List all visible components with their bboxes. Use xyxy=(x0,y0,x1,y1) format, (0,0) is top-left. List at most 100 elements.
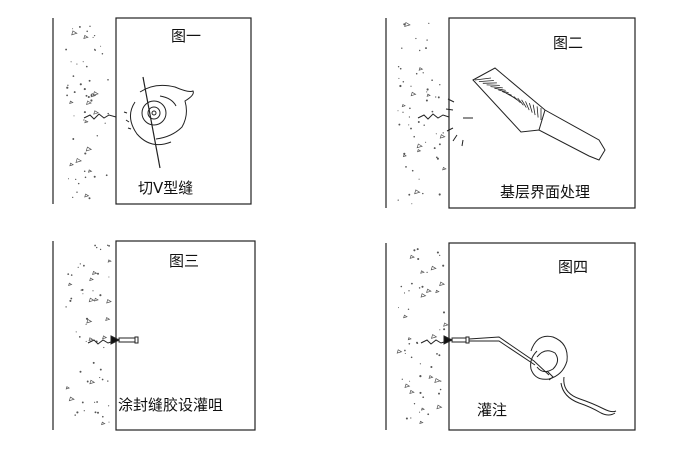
aggregate-dot xyxy=(409,380,411,382)
aggregate-dot xyxy=(78,336,81,338)
aggregate-dot xyxy=(71,30,78,36)
aggregate-dot xyxy=(405,417,408,420)
aggregate-dot xyxy=(89,25,91,28)
aggregate-dot xyxy=(413,403,416,405)
aggregate-dot xyxy=(415,72,418,75)
aggregate-dot xyxy=(86,380,89,383)
aggregate-dot xyxy=(94,401,96,403)
panel-4-drawing xyxy=(385,242,636,431)
aggregate-dot xyxy=(403,23,406,26)
aggregate-dot xyxy=(103,346,105,349)
aggregate-dot xyxy=(88,197,91,200)
concrete-wall xyxy=(385,243,449,430)
aggregate-dot xyxy=(404,383,411,389)
aggregate-dot xyxy=(102,415,104,418)
bristle xyxy=(529,102,533,113)
aggregate-dot xyxy=(411,169,414,172)
aggregate-dot xyxy=(407,308,410,310)
aggregate-dot xyxy=(436,251,439,254)
crack-line xyxy=(87,339,115,345)
aggregate-dot xyxy=(425,47,427,50)
aggregate-dot xyxy=(438,392,440,395)
aggregate-dot xyxy=(65,306,67,308)
aggregate-dot xyxy=(70,274,73,276)
aggregate-dot xyxy=(443,322,449,327)
aggregate-dot xyxy=(430,334,438,339)
aggregate-dot xyxy=(439,281,446,287)
aggregate-dot xyxy=(439,329,441,331)
aggregate-dot xyxy=(438,143,441,146)
panel-caption: 切V型缝 xyxy=(138,179,194,197)
aggregate-dot xyxy=(83,410,85,412)
aggregate-dot xyxy=(420,407,425,411)
aggregate-dot xyxy=(66,86,69,89)
aggregate-dot xyxy=(88,79,91,82)
aggregate-dot xyxy=(437,96,440,99)
aggregate-dot xyxy=(78,25,81,28)
aggregate-dot xyxy=(66,94,68,97)
bristle xyxy=(532,104,536,116)
aggregate-dot xyxy=(401,378,403,380)
aggregate-dot xyxy=(99,294,102,297)
aggregate-dot xyxy=(70,297,73,300)
aggregate-dot xyxy=(97,411,99,414)
aggregate-dot xyxy=(65,386,70,390)
panel-1-drawing xyxy=(52,17,252,205)
panel-frame xyxy=(115,240,256,431)
aggregate-dot xyxy=(435,289,440,294)
aggregate-dot xyxy=(90,99,93,102)
aggregate-dot xyxy=(93,110,100,115)
aggregate-dot xyxy=(410,85,412,87)
panel-frame xyxy=(448,242,636,431)
bristle xyxy=(498,89,509,94)
aggregate-dot xyxy=(77,266,79,268)
panel-4: 图四 灌注 xyxy=(349,233,698,466)
aggregate-dot xyxy=(416,143,423,149)
panel-3-drawing xyxy=(52,240,256,431)
aggregate-dot xyxy=(422,396,425,399)
aggregate-dot xyxy=(415,37,417,40)
aggregate-dot xyxy=(100,45,102,47)
aggregate-dot xyxy=(85,146,93,152)
aggregate-dot xyxy=(418,287,421,289)
aggregate-dot xyxy=(403,292,406,294)
aggregate-dot xyxy=(408,193,411,196)
aggregate-dot xyxy=(442,264,445,267)
aggregate-dot xyxy=(433,147,436,150)
aggregate-dot xyxy=(399,67,402,70)
bristle xyxy=(521,99,527,108)
aggregate-dot xyxy=(75,331,77,333)
aggregate-dot xyxy=(107,259,112,263)
aggregate-dot xyxy=(75,157,82,163)
bristle xyxy=(490,86,503,89)
aggregate-dot xyxy=(72,138,75,140)
aggregate-dot xyxy=(94,48,96,51)
aggregate-dot xyxy=(431,110,434,113)
aggregate-dot xyxy=(82,61,84,63)
aggregate-dot xyxy=(86,30,88,33)
aggregate-dot xyxy=(402,80,405,83)
aggregate-dot xyxy=(438,193,441,196)
panel-caption: 基层界面处理 xyxy=(500,183,591,201)
aggregate-dot xyxy=(439,134,446,139)
aggregate-dot xyxy=(86,100,92,105)
aggregate-dot xyxy=(420,293,427,298)
panel-1: 图一 切V型缝 xyxy=(0,0,349,233)
aggregate-dot xyxy=(67,273,70,275)
aggregate-dot xyxy=(84,119,89,124)
concrete-texture xyxy=(396,248,449,425)
panel-frame xyxy=(115,17,252,205)
aggregate-dot xyxy=(85,340,87,342)
aggregate-dot xyxy=(417,121,420,123)
aggregate-dot xyxy=(72,75,75,77)
aggregate-dot xyxy=(428,22,430,25)
aggregate-dot xyxy=(403,314,408,319)
aggregate-dot xyxy=(407,337,412,341)
aggregate-dot xyxy=(413,249,416,252)
aggregate-dot xyxy=(408,124,410,126)
aggregate-dot xyxy=(87,95,90,99)
aggregate-dot xyxy=(93,34,96,37)
aggregate-dot xyxy=(416,341,418,344)
aggregate-dot xyxy=(101,378,104,381)
bristle xyxy=(474,77,492,81)
